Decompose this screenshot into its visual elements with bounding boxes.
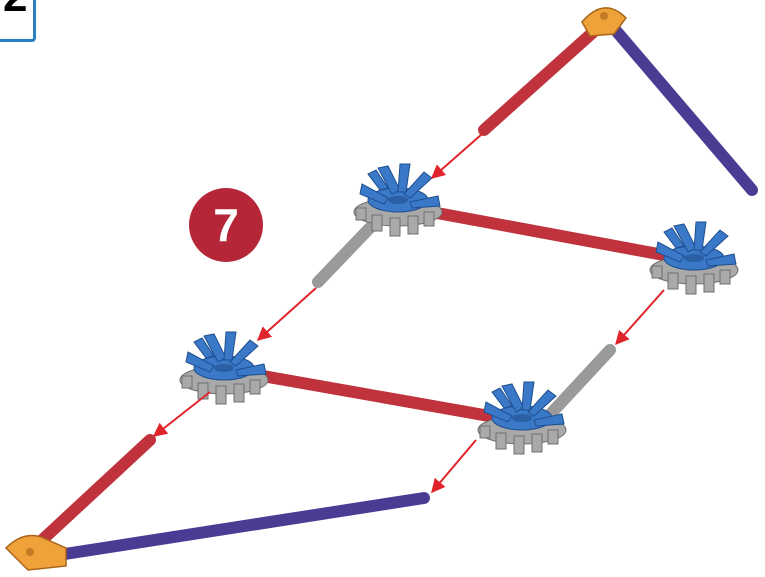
red-rod-lower-horizontal [234, 366, 518, 426]
page-number-tab: 2 [0, 0, 36, 42]
assembly-arrows [152, 133, 665, 494]
arrow-lower-gear-down [431, 439, 477, 494]
purple-rod-top-right [606, 20, 758, 196]
corner-connector-top [581, 7, 627, 37]
red-rod-top [478, 20, 606, 136]
step-number-badge: 7 [189, 188, 263, 262]
arrow-top-to-gear [430, 133, 483, 179]
red-rod-upper-horizontal [404, 202, 686, 264]
arrow-left-gear-down [152, 391, 211, 437]
purple-rod-bottom [46, 492, 430, 562]
arrow-right-gear-down [615, 289, 665, 346]
page-number: 2 [3, 0, 27, 19]
rods [34, 20, 758, 562]
corner-connector-bottom-left [4, 534, 67, 571]
arrow-grey-to-left-gear [256, 287, 317, 341]
red-rod-left-lower [34, 434, 156, 548]
grey-rod-right-lower [539, 344, 616, 426]
gear-connector-left [179, 331, 269, 405]
